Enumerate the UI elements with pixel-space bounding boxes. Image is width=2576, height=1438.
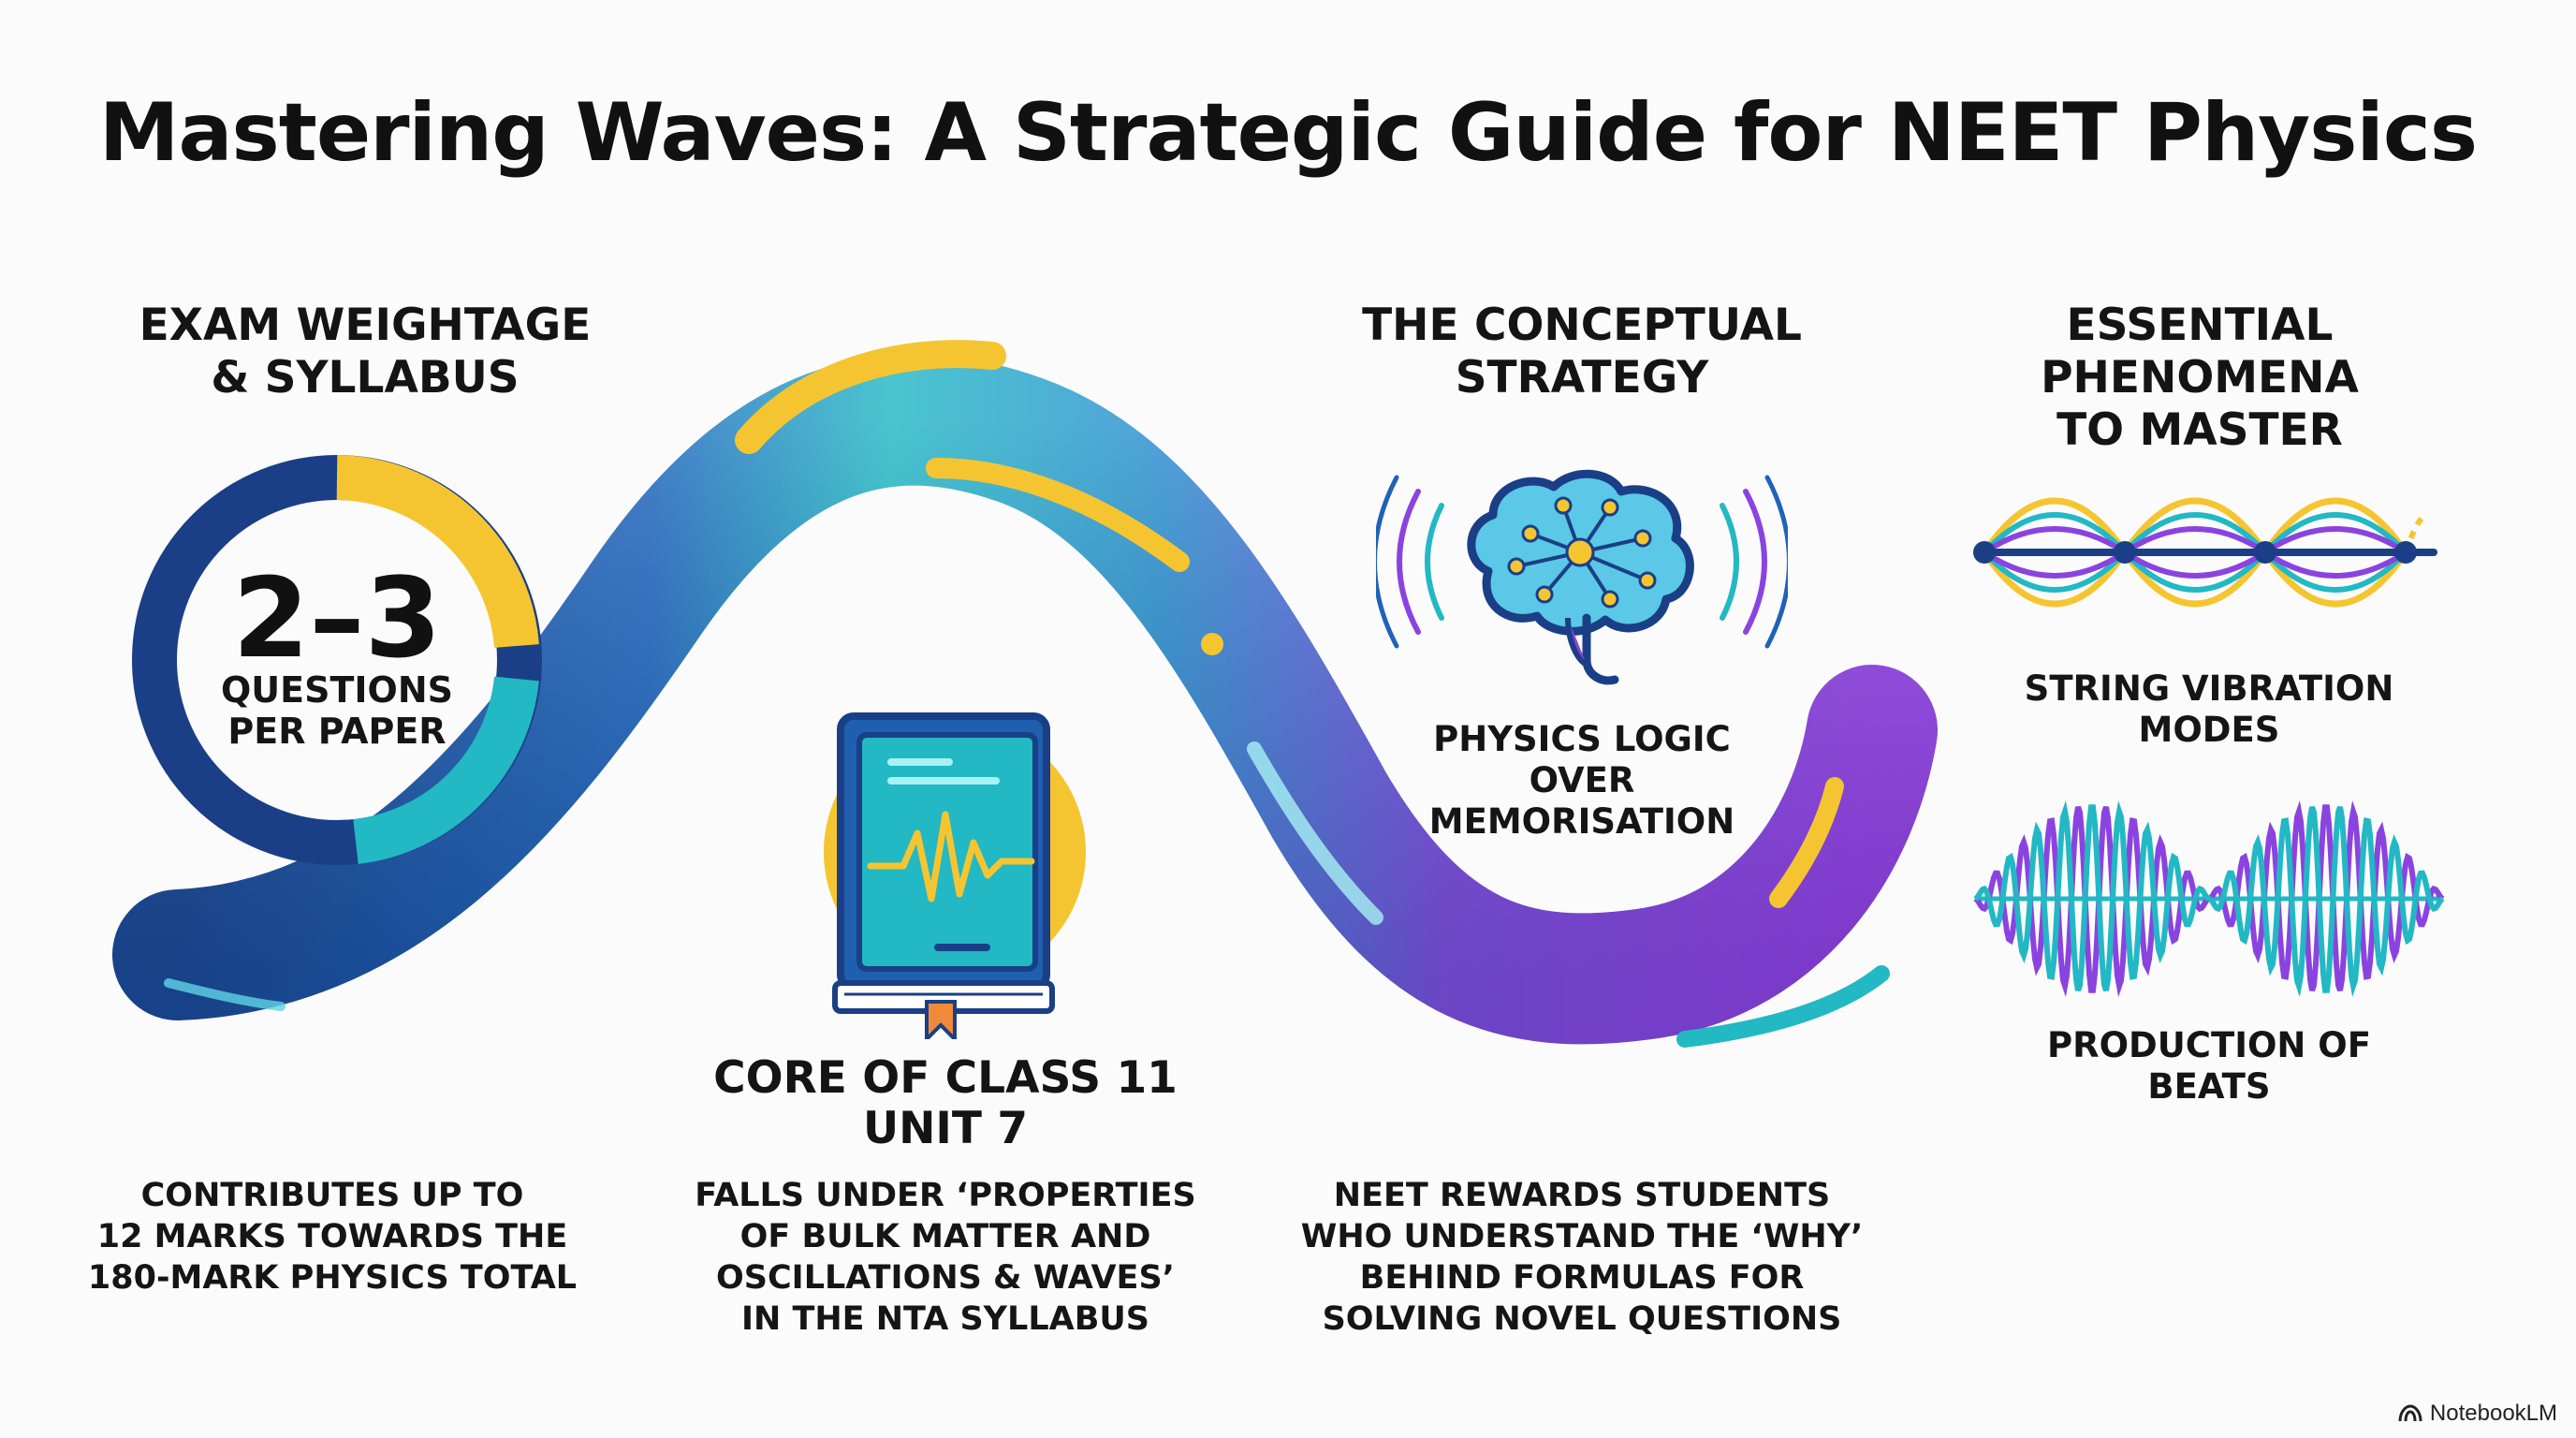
weightage-heading: EXAM WEIGHTAGE & SYLLABUS (139, 300, 592, 404)
ribbon-accent-swoosh (1676, 965, 1890, 1048)
phenomena-item-label: STRING VIBRATION MODES (2024, 668, 2394, 750)
ring-value: 2–3 (232, 553, 442, 682)
ribbon-highlight-top (926, 458, 1190, 572)
ribbon-highlight-left (164, 978, 285, 1011)
weightage-description: CONTRIBUTES UP TO 12 MARKS TOWARDS THE 1… (87, 1177, 578, 1297)
strategy-heading: THE CONCEPTUAL STRATEGY (1362, 300, 1802, 404)
standing-wave-icon (1973, 497, 2437, 608)
brand-badge: NotebookLM (2398, 1401, 2557, 1427)
donut-ring-icon (132, 455, 542, 865)
phenomena-item-label: PRODUCTION OF BEATS (2046, 1025, 2371, 1107)
brain-icon (1376, 469, 1788, 685)
ribbon-highlight-crest (735, 340, 1006, 454)
notebooklm-logo-icon (2398, 1404, 2422, 1422)
brand-name: NotebookLM (2429, 1401, 2557, 1426)
beats-wave-icon (1973, 800, 2445, 998)
ribbon-shine (112, 354, 1938, 1045)
ribbon-highlight-teal (1247, 741, 1383, 925)
syllabus-description: FALLS UNDER ‘PROPERTIES OF BULK MATTER A… (695, 1177, 1196, 1338)
ribbon-dot (1201, 633, 1223, 655)
ring-caption: QUESTIONS PER PAPER (220, 669, 454, 752)
ribbon-highlight-purple (1769, 777, 1844, 908)
strategy-description: NEET REWARDS STUDENTS WHO UNDERSTAND THE… (1300, 1177, 1864, 1338)
book-waveform-icon (824, 712, 1086, 1039)
phenomena-heading: ESSENTIAL PHENOMENA TO MASTER (2041, 300, 2359, 456)
page-title: Mastering Waves: A Strategic Guide for N… (98, 86, 2478, 180)
strategy-icon-caption: PHYSICS LOGIC OVER MEMORISATION (1428, 719, 1735, 842)
syllabus-heading: CORE OF CLASS 11 UNIT 7 (713, 1052, 1178, 1154)
